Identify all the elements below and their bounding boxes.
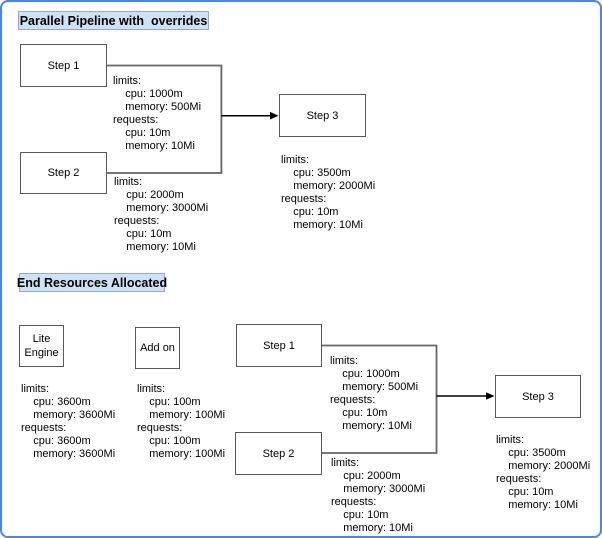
pipeline-step3-node: Step 3 [279, 94, 366, 137]
end-step2-node: Step 2 [235, 432, 322, 475]
pipeline-step2-node: Step 2 [20, 152, 107, 194]
pipeline-step2-label: Step 2 [47, 167, 80, 179]
end-lite-engine-label: Lite Engine [24, 333, 59, 359]
end-step3-resources: limits: cpu: 3500m memory: 2000Mi reques… [496, 434, 591, 511]
end-section-title: End Resources Allocated [17, 273, 167, 292]
end-lite-engine-node: Lite Engine [19, 325, 64, 367]
pipeline-arrowhead-icon [270, 111, 279, 120]
end-step3-node: Step 3 [495, 375, 581, 418]
end-arrowhead-icon [486, 392, 495, 400]
end-step1-node: Step 1 [236, 324, 322, 367]
pipeline-step3-resources: limits: cpu: 3500m memory: 2000Mi reques… [281, 154, 376, 231]
end-add-on-label: Add on [140, 342, 175, 354]
end-add-on-node: Add on [135, 327, 180, 369]
pipeline-step1-resources: limits: cpu: 1000m memory: 500Mi request… [113, 75, 202, 152]
end-step1-resources: limits: cpu: 1000m memory: 500Mi request… [330, 355, 419, 432]
pipeline-step3-label: Step 3 [306, 109, 339, 122]
pipeline-step1-label: Step 1 [47, 59, 80, 72]
pipeline-step1-node: Step 1 [20, 44, 107, 87]
pipeline-step2-resources: limits: cpu: 2000m memory: 3000Mi reques… [114, 176, 209, 253]
end-step1-label: Step 1 [263, 339, 295, 352]
pipeline-section-title: Parallel Pipeline with overrides [18, 11, 209, 30]
end-lite-engine-resources: limits: cpu: 3600m memory: 3600Mi reques… [21, 383, 116, 460]
end-add-on-resources: limits: cpu: 100m memory: 100Mi requests… [137, 383, 226, 460]
end-step3-label: Step 3 [522, 390, 554, 403]
end-step2-resources: limits: cpu: 2000m memory: 3000Mi reques… [331, 457, 426, 534]
end-step2-label: Step 2 [262, 447, 295, 460]
